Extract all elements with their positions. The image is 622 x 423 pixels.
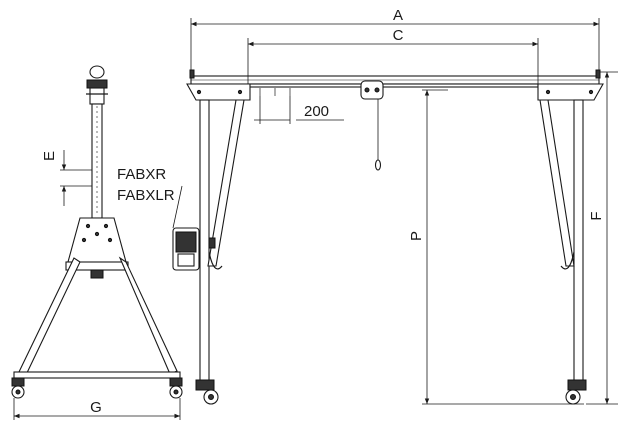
right-end-bracket xyxy=(537,83,604,101)
front-view xyxy=(172,69,604,405)
winch xyxy=(172,227,216,271)
front-view-right-leg xyxy=(539,99,587,405)
left-end-bracket xyxy=(186,83,251,101)
side-view xyxy=(11,65,183,399)
dimension-p xyxy=(422,89,584,405)
callout-leader xyxy=(172,185,183,229)
dimension-g xyxy=(13,398,181,420)
side-view-head xyxy=(86,65,108,105)
callout-fabxr: FABXR xyxy=(117,166,166,183)
dimension-c-label: C xyxy=(393,27,404,44)
dimension-f-label: F xyxy=(588,211,605,220)
dimension-200-label: 200 xyxy=(304,103,329,120)
side-view-mast xyxy=(91,103,103,219)
dimension-c xyxy=(247,38,539,84)
dimension-f xyxy=(586,71,618,405)
dimension-p-label: P xyxy=(408,231,425,241)
side-view-legs xyxy=(11,256,183,399)
dimension-g-label: G xyxy=(90,399,102,416)
front-view-left-leg xyxy=(195,99,245,405)
dimension-a xyxy=(190,18,600,70)
callout-fabxlr: FABXLR xyxy=(117,187,175,204)
dimension-e xyxy=(60,150,92,206)
dimension-e-label: E xyxy=(41,151,58,161)
trolley xyxy=(360,80,384,171)
dimension-200 xyxy=(254,96,344,124)
dimension-a-label: A xyxy=(393,7,403,24)
